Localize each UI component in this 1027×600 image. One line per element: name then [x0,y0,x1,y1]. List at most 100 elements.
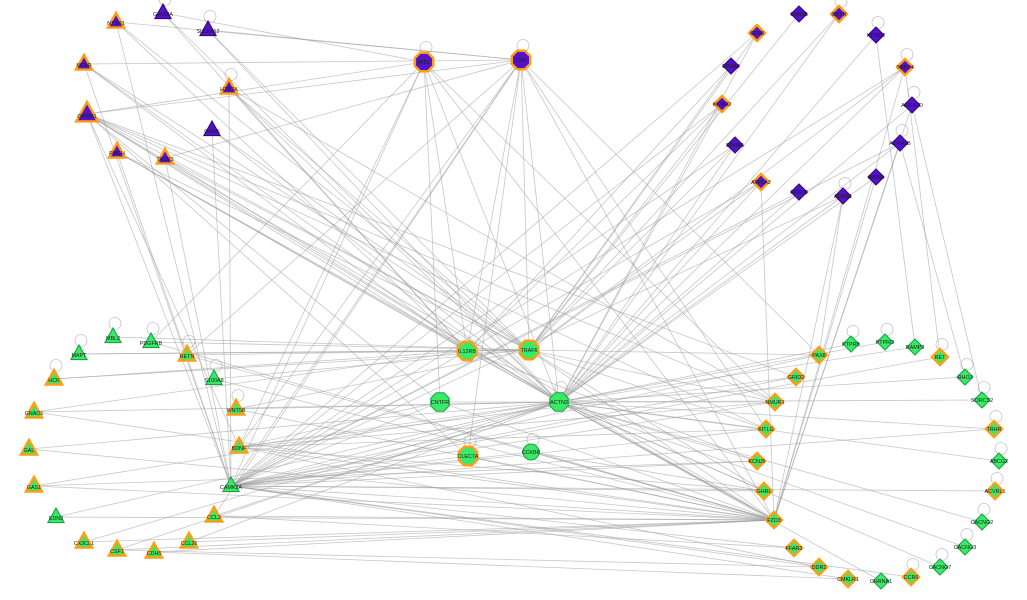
edge-ACTN2-ABCG2 [558,401,1000,462]
edge-CSF1-DDR2 [116,549,820,568]
node-shape-triangle [141,331,161,349]
edge-TRAF6-PAX8 [528,349,820,356]
edge-ADRA1D-ACTN2 [558,104,913,403]
edge-MC4R-ACTN2 [83,63,560,403]
edge-NTSR1-CAMK2A [115,21,232,487]
node-DDR2[interactable]: DDR2 [809,557,829,577]
node-GPR35[interactable]: GPR35 [790,5,808,23]
node-GAS1[interactable]: GAS1 [23,474,45,493]
node-TRHR[interactable]: TRHR [984,419,1004,439]
node-CCL26[interactable]: CCL26 [178,530,200,549]
edge-SLC6A12-ACTN2 [207,29,560,403]
node-ACVRL1[interactable]: ACVRL1 [985,481,1006,501]
node-CRP[interactable]: CRP [510,49,532,71]
edge-CCKBR-GHRL [530,451,765,492]
node-CCKBR[interactable]: CCKBR [522,443,541,461]
self-loop-KCND2 [871,16,885,29]
node-BDNF[interactable]: BDNF [228,435,250,454]
node-CHRNA1[interactable]: CHRNA1 [870,572,892,590]
self-loop-GRIN2A [158,0,172,6]
edge-TACR3-CRP [164,59,522,159]
edge-ACTN2-KCNJ5 [558,401,758,462]
node-CACNG2[interactable]: CACNG2 [971,513,993,531]
edge-ADRB1-ACTN2 [558,195,844,403]
node-GHRL[interactable]: GHRL [754,481,774,501]
self-loop-S100A8 [209,359,223,372]
edge-ACTN2-CACNG3 [558,401,966,548]
node-GRM5[interactable]: GRM5 [202,119,222,137]
node-RAMP3[interactable]: RAMP3 [906,338,925,356]
edge-ATP1A2-TRAF6 [528,181,762,351]
edge-ADRA2B-RHOJ [899,142,966,378]
node-shape-diamond [747,451,767,471]
edge-GNAO1-ACTN2 [33,401,560,413]
node-shape-diamond [903,96,921,114]
edge-CRP-CLEC7A [467,59,522,457]
node-ACTN2[interactable]: ACTN2 [549,392,569,412]
node-GNAO1[interactable]: GNAO1 [23,400,45,419]
node-CLEC7A[interactable]: CLEC7A [458,445,479,467]
edge-CDH5-FZD3 [153,519,775,553]
node-GRID2[interactable]: GRID2 [786,367,806,387]
edge-BDNF-CNTFR [238,401,441,448]
node-TRAF6[interactable]: TRAF6 [518,339,540,361]
edge-HTR2A-TRAF6 [228,87,530,351]
edge-PMCH-TRAF6 [116,151,530,351]
node-IL12RB[interactable]: IL12RB [456,340,478,362]
node-shape-octagon [456,340,478,362]
node-PMCH[interactable]: PMCH [106,140,128,159]
node-OPRM1[interactable]: OPRM1 [74,99,100,123]
node-KCNJ5[interactable]: KCNJ5 [747,451,767,471]
edge-PDGFRB-FZD3 [150,341,775,521]
node-RHOJ[interactable]: RHOJ [956,368,974,386]
node-MC4R[interactable]: MC4R [73,52,95,71]
node-HTR2A[interactable]: HTR2A [218,76,240,95]
edge-ADRA2B-ACTN2 [558,142,901,403]
node-CD38[interactable]: CD38 [747,23,767,43]
node-RET[interactable]: RET [930,347,950,367]
edge-GAL-FZD3 [28,448,775,521]
node-shape-diamond [712,94,732,114]
edge-NTSR1-IL12RB [115,21,468,352]
edge-ATP1A2-ACTN2 [558,181,762,403]
node-ADRB1[interactable]: ADRB1 [834,187,852,205]
node-FZD3[interactable]: FZD3 [764,510,784,530]
node-CNTFR[interactable]: CNTFR [430,392,450,412]
node-SORCS2[interactable]: SORCS2 [971,391,993,409]
edge-BDNF-GRID2 [238,376,797,448]
node-NTSR1[interactable]: NTSR1 [105,10,127,29]
edge-ATP1A2-FZD3 [760,181,775,521]
node-shape-diamond [876,333,894,351]
node-IRS1[interactable]: IRS1 [413,51,435,73]
node-GAL[interactable]: GAL [18,437,40,456]
edge-GNAO1-IL12RB [33,350,468,413]
node-CMKLR1[interactable]: CMKLR1 [837,569,859,589]
node-CACNG3[interactable]: CACNG3 [954,538,976,556]
node-KCND2[interactable]: KCND2 [867,26,885,44]
node-NMUR1[interactable]: NMUR1 [765,392,785,412]
edge-CSF1-ACTN2 [116,401,560,551]
node-EDN3[interactable]: EDN3 [46,506,66,524]
edge-OPRM1-CRP [86,59,522,115]
node-MAPT[interactable]: MAPT [69,343,89,361]
node-PDGFRB[interactable]: PDGFRB [140,331,163,349]
node-CDH5[interactable]: CDH5 [143,540,165,559]
node-MBL2[interactable]: MBL2 [103,326,123,344]
edge-TRPV4-TRAF6 [528,66,906,351]
node-KITLG[interactable]: KITLG [756,419,776,439]
node-FFAR3[interactable]: FFAR3 [784,538,804,558]
edge-KCND2-ACTN2 [558,34,877,403]
node-CACNG7[interactable]: CACNG7 [929,558,951,576]
self-loop-layer [49,0,1008,571]
node-NMBR[interactable]: NMBR [867,168,885,186]
node-HCK[interactable]: HCK [43,367,65,386]
edge-BDNF-KITLG [238,428,767,448]
node-shape-diamond [956,538,974,556]
node-ADRA1D[interactable]: ADRA1D [901,96,923,114]
node-PTPRO[interactable]: PTPRO [876,333,895,351]
edge-KCND2-RAMP3 [875,34,916,348]
node-ABCG2[interactable]: ABCG2 [990,452,1008,470]
node-CCR6[interactable]: CCR6 [901,567,921,587]
node-GRIN2A[interactable]: GRIN2A [153,2,173,20]
